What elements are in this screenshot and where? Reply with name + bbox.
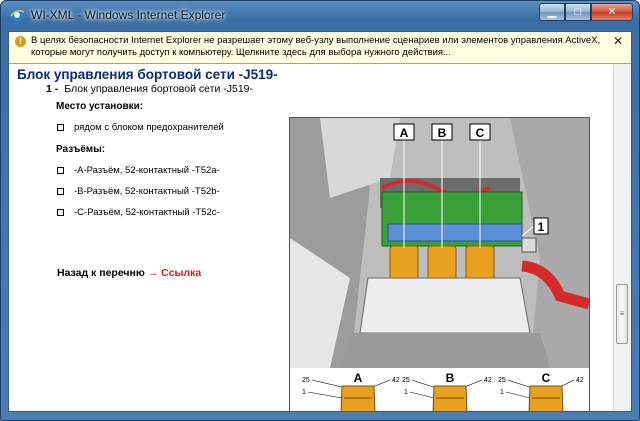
detail-connector-b: B 25 42 1 12 <box>402 371 492 411</box>
connector-bullet-b: -B-Разъём, 52-контактный -T52b- <box>57 186 220 197</box>
location-bullet: рядом с блоком предохранителей <box>57 122 224 133</box>
window-controls: ▁ □ ✕ <box>539 3 633 21</box>
mounting-bolt <box>521 237 537 253</box>
back-link[interactable]: → Ссылка <box>148 267 201 279</box>
lower-housing <box>359 277 531 334</box>
callout-box-b <box>431 123 453 141</box>
window-title: WI-XML - Windows Internet Explorer <box>31 8 226 22</box>
detail-connector-a: A 25 42 1 12 <box>302 371 400 411</box>
detail-connector-b-shape <box>432 385 468 411</box>
connector-bullet-c: -C-Разъём, 52-контактный -T52c- <box>57 207 220 218</box>
connector-c-photo <box>465 245 495 283</box>
callout-c: C <box>476 126 485 140</box>
close-icon: ✕ <box>607 6 617 18</box>
pin-leader-1-b <box>409 391 435 399</box>
callout-a: A <box>400 126 409 140</box>
lower-mount <box>340 333 550 368</box>
connector-a-photo <box>389 245 419 283</box>
connector-b-text: -B-Разъём, 52-контактный -T52b- <box>74 186 220 197</box>
detail-label-b: B <box>446 371 455 385</box>
back-text: Назад к перечню <box>57 267 145 279</box>
pin-42-c: 42 <box>576 377 584 384</box>
pin-25-c: 25 <box>498 377 506 384</box>
pin-42-a: 42 <box>392 377 400 384</box>
vertical-scrollbar[interactable]: ≡ <box>613 64 631 411</box>
pin-42-b: 42 <box>484 377 492 384</box>
pin-1-a: 1 <box>302 389 306 396</box>
info-bar-text[interactable]: В целях безопасности Internet Explorer н… <box>31 35 601 58</box>
connector-c-text: -C-Разъём, 52-контактный -T52c- <box>74 207 220 218</box>
connector-bullet-a: -A-Разъём, 52-контактный -T52a- <box>57 165 220 176</box>
callout-box-c <box>469 123 491 141</box>
page-title: Блок управления бортовой сети -J519- <box>17 67 278 82</box>
security-info-bar[interactable]: ! В целях безопасности Internet Explorer… <box>9 32 631 64</box>
info-bar-close-icon[interactable]: ✕ <box>612 34 623 48</box>
pin-1-b: 1 <box>404 389 408 396</box>
pin-leader-25-c <box>507 379 533 389</box>
callout-1: 1 <box>538 220 545 234</box>
warning-shield-icon: ! <box>15 36 26 47</box>
close-button[interactable]: ✕ <box>591 3 633 21</box>
installation-figure: A B C 1 A 25 42 1 12 <box>289 117 590 411</box>
back-to-list: Назад к перечню → Ссылка <box>57 267 201 279</box>
callout-box-a <box>393 123 415 141</box>
pin-25-a: 25 <box>302 377 310 384</box>
detail-connector-c: C 25 42 1 12 <box>498 371 584 411</box>
callout-leader-1 <box>521 225 535 237</box>
maximize-button[interactable]: □ <box>565 3 591 21</box>
bullet-square-icon <box>57 208 64 216</box>
callout-box-1 <box>533 217 549 235</box>
photo-left-bracket <box>290 238 350 368</box>
connector-a-text: -A-Разъём, 52-контактный -T52a- <box>74 165 220 176</box>
back-link-label: Ссылка <box>161 267 202 279</box>
browser-content: ! В целях безопасности Internet Explorer… <box>8 31 632 412</box>
minimize-button[interactable]: ▁ <box>539 3 565 21</box>
red-cable-right <box>521 260 589 310</box>
installation-drawing: A B C 1 A 25 42 1 12 <box>290 118 589 411</box>
pin-leader-1-c <box>505 391 531 399</box>
location-text: рядом с блоком предохранителей <box>74 122 224 133</box>
item-line: 1 - Блок управления бортовой сети -J519- <box>46 83 253 95</box>
pin-25-b: 25 <box>402 377 410 384</box>
pin-1-c: 1 <box>500 389 504 396</box>
bullet-square-icon <box>57 123 64 131</box>
pin-leader-1-a <box>307 391 343 399</box>
connector-b-photo <box>427 245 457 283</box>
scrollbar-thumb[interactable]: ≡ <box>616 284 628 344</box>
detail-connector-a-shape <box>340 385 376 411</box>
detail-label-a: A <box>354 371 363 385</box>
bullet-square-icon <box>57 187 64 195</box>
maximize-icon: □ <box>574 6 582 18</box>
internet-explorer-icon <box>10 8 25 22</box>
location-heading: Место установки: <box>56 101 144 112</box>
item-number: 1 - <box>46 83 59 95</box>
minimize-icon: ▁ <box>547 6 557 18</box>
control-unit-blue-strip <box>387 223 523 242</box>
item-text: Блок управления бортовой сети -J519- <box>64 83 253 95</box>
detail-label-c: C <box>542 371 551 385</box>
grip-icon: ≡ <box>619 309 625 318</box>
arrow-right-icon: → <box>147 267 159 279</box>
page-content: Блок управления бортовой сети -J519- 1 -… <box>9 64 631 411</box>
photo-right-panel <box>510 118 589 368</box>
bullet-square-icon <box>57 166 64 174</box>
title-bar[interactable]: WI-XML - Windows Internet Explorer ▁ □ ✕ <box>1 1 639 29</box>
pin-leader-25-a <box>311 379 347 389</box>
callout-b: B <box>438 126 447 140</box>
connectors-heading: Разъёмы: <box>56 144 106 155</box>
pin-leader-25-b <box>411 379 437 389</box>
detail-connector-c-shape <box>528 385 564 411</box>
